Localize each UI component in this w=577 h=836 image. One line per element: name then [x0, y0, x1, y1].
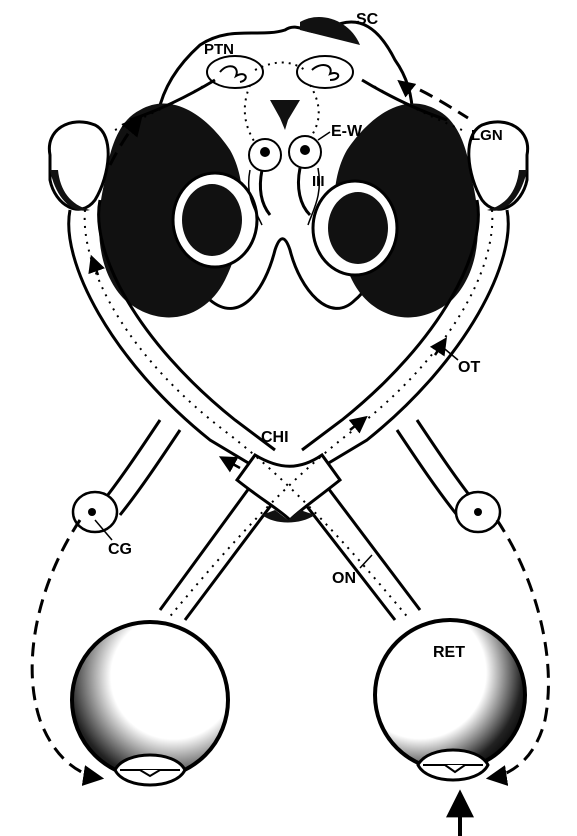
label-ot: OT — [458, 359, 480, 376]
right-pretectal-nucleus — [297, 56, 353, 88]
label-sc: SC — [356, 11, 379, 28]
label-ew: E-W — [331, 123, 363, 140]
label-ptn: PTN — [204, 41, 234, 58]
right-eye — [375, 620, 525, 770]
optic-chiasm — [237, 455, 340, 520]
label-cg: CG — [108, 541, 132, 558]
label-ret: RET — [433, 644, 465, 661]
label-lgn: LGN — [471, 127, 503, 144]
label-on: ON — [332, 570, 356, 587]
left-pretectal-nucleus — [207, 56, 263, 88]
label-iii: III — [312, 173, 325, 190]
label-chi: CHI — [261, 429, 289, 446]
left-lgn — [49, 122, 108, 209]
midbrain — [99, 17, 478, 318]
